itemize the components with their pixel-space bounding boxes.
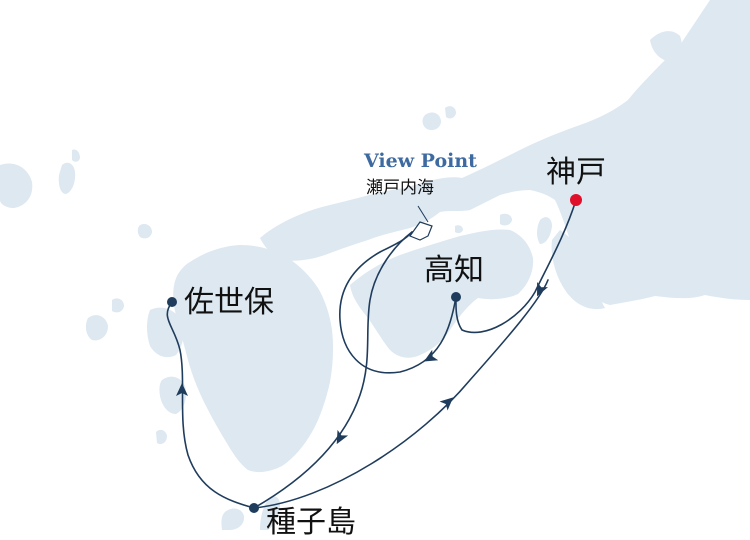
- route-arrows: [176, 282, 548, 445]
- route-kobe-to-kochi: [455, 199, 577, 334]
- goto-islands: [85, 315, 108, 341]
- route-lines: [166, 199, 577, 509]
- arrow-inland-tanegashima-icon: [336, 429, 349, 445]
- tsushima-north: [72, 149, 80, 162]
- noto-peninsula: [650, 31, 682, 62]
- tsushima-island: [58, 162, 76, 194]
- kii-peninsula: [551, 230, 605, 310]
- nagasaki-peninsula: [147, 307, 184, 358]
- arrow-kobe-kochi-icon: [537, 282, 548, 297]
- amakusa-islands: [159, 376, 186, 414]
- port-marker-kochi: [451, 292, 461, 302]
- arrow-kochi-inland-icon: [423, 349, 439, 362]
- oki-islands-2: [445, 106, 456, 119]
- route-tanegashima-to-kobe: [253, 279, 549, 509]
- viewpoint-pin-icon: [409, 221, 433, 241]
- yakushima-island: [221, 508, 245, 530]
- korean-coast: [0, 163, 33, 208]
- viewpoint-name: 瀬戸内海: [366, 178, 434, 198]
- port-label-tanegashima: 種子島: [266, 505, 356, 540]
- kyushu-landmass: [173, 245, 334, 473]
- port-label-sasebo: 佐世保: [184, 285, 274, 320]
- port-marker-sasebo: [167, 297, 177, 307]
- viewpoint-leader-line: [417, 205, 429, 223]
- route-kochi-to-inland-sea: [339, 231, 457, 374]
- awaji-island: [537, 217, 552, 244]
- port-label-kochi: 高知: [424, 253, 484, 288]
- port-markers: [167, 194, 582, 513]
- goto-islands-2: [112, 298, 124, 313]
- route-tanegashima-to-sasebo: [166, 301, 255, 509]
- viewpoint-heading: View Point: [364, 150, 477, 172]
- route-inland-sea-to-tanegashima: [253, 231, 413, 509]
- shodoshima-island: [500, 213, 512, 226]
- port-marker-tanegashima: [249, 503, 259, 513]
- inland-sea-islet: [455, 225, 463, 234]
- port-label-kobe: 神戸: [546, 155, 606, 190]
- koshiki-islands: [156, 429, 167, 445]
- iki-island: [137, 223, 152, 239]
- port-marker-kobe: [570, 194, 582, 206]
- oki-islands: [422, 112, 441, 131]
- viewpoint-marker: [409, 205, 433, 241]
- honshu-landmass: [260, 0, 750, 305]
- shikoku-landmass: [350, 229, 534, 358]
- arrow-tanegashima-kobe-icon: [439, 397, 454, 411]
- arrow-tanegashima-sasebo-icon: [176, 383, 188, 396]
